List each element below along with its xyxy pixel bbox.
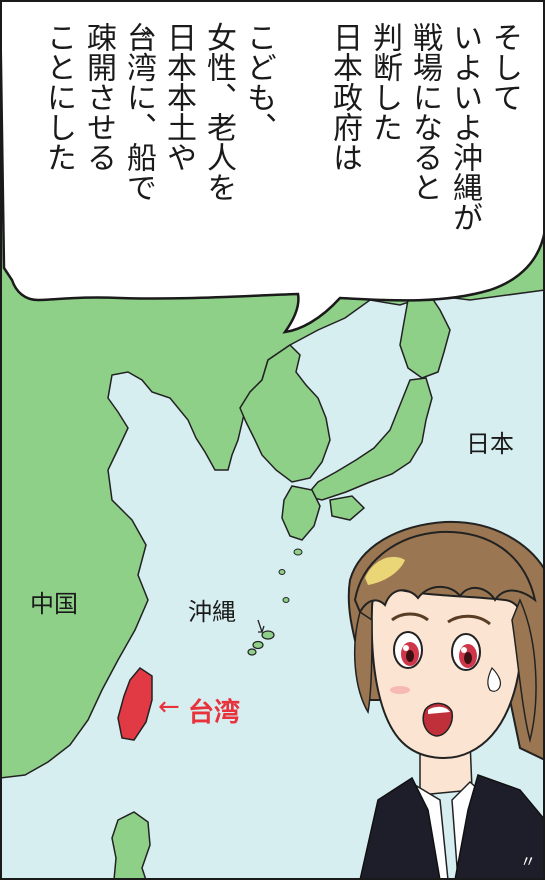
speech-bubble [0, 0, 545, 334]
okinawa-islands [247, 630, 275, 656]
speed-mark: 〃 [520, 852, 537, 871]
honshu [304, 377, 433, 501]
hair-side-left [353, 610, 373, 715]
speech-line-9: 台湾に、船で [121, 22, 156, 202]
speech-line-7: 女性、老人を [201, 22, 236, 202]
speech-line-11: ことにした [41, 22, 76, 172]
hair-highlight [365, 556, 405, 585]
note-mark: ※ [140, 26, 152, 42]
china-landmass [0, 199, 545, 779]
okinawa-pointer [257, 619, 265, 633]
sweat-drop [487, 666, 501, 692]
speech-line-5: 日本政府は [327, 22, 362, 172]
hair-fringe [353, 530, 537, 615]
teeth [428, 706, 450, 714]
speech-line-8: 日本本土や [161, 22, 196, 172]
speech-line-2: いよいよ沖縄が [447, 22, 482, 232]
label-japan: 日本 [466, 430, 514, 458]
hokkaido [399, 294, 451, 379]
speech-line-3: 戦場になると [407, 22, 442, 202]
taiwan-island [117, 667, 153, 741]
jacket [359, 774, 545, 880]
korea-peninsula [239, 344, 331, 483]
left-eye [393, 631, 423, 669]
label-taiwan: 台湾 [188, 698, 241, 728]
right-eyebrow [447, 614, 491, 626]
speech-line-10: 疎開させる [81, 22, 116, 172]
taiwan-arrow: ← [158, 692, 180, 722]
kyushu [281, 485, 321, 541]
right-eye [451, 633, 481, 671]
speech-line-6: こども、 [241, 22, 276, 142]
hair-side-right [511, 598, 537, 741]
blush-left [390, 686, 410, 694]
ryukyu-small-islands [278, 548, 303, 603]
left-eyebrow [391, 612, 429, 622]
label-china: 中国 [30, 590, 78, 618]
girl-character [347, 520, 545, 880]
philippines-fragment [111, 811, 151, 880]
shikoku [329, 495, 366, 521]
label-okinawa: 沖縄 [188, 598, 236, 626]
speech-line-1: そして [487, 22, 522, 112]
speech-line-4: 判断した [367, 22, 402, 142]
